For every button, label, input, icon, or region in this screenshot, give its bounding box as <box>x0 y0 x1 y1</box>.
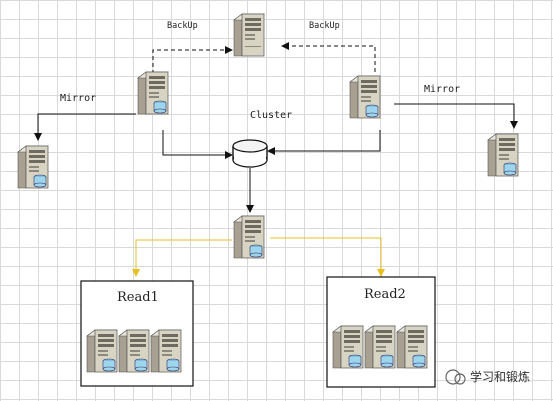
cluster-label: Cluster <box>250 110 292 121</box>
read1-link <box>132 239 232 277</box>
read1-server-3-icon <box>150 329 182 373</box>
read2-group <box>326 276 436 388</box>
mirror-link-right <box>394 103 518 129</box>
mirror-link-left <box>34 113 136 141</box>
read1-server-1-icon <box>86 329 118 373</box>
backup-label-left: BackUp <box>167 21 198 31</box>
read2-label: Read2 <box>364 287 406 302</box>
router-server-icon <box>233 215 265 259</box>
read2-server-3-icon <box>396 325 428 369</box>
mirror-label-left: Mirror <box>60 93 96 104</box>
mirror-label-right: Mirror <box>424 84 460 95</box>
backup-server-icon <box>233 13 265 57</box>
cluster-database-icon <box>232 139 268 168</box>
primary-server-left-icon <box>137 71 169 115</box>
read2-link <box>270 237 385 277</box>
cluster-link-right <box>267 130 381 155</box>
watermark: 学习和锻炼 <box>445 369 530 385</box>
wechat-icon <box>445 369 461 385</box>
cluster-link-left <box>162 130 233 159</box>
mirror-server-left-icon <box>17 145 49 189</box>
backup-link-left <box>152 46 233 74</box>
mirror-server-right-icon <box>487 133 519 177</box>
backup-link-right <box>281 42 376 72</box>
read2-server-1-icon <box>332 325 364 369</box>
backup-label-right: BackUp <box>309 21 340 31</box>
read1-label: Read1 <box>117 290 159 305</box>
primary-server-right-icon <box>349 75 381 119</box>
read2-server-2-icon <box>364 325 396 369</box>
read1-server-2-icon <box>118 329 150 373</box>
watermark-text: 学习和锻炼 <box>470 369 530 384</box>
read1-group <box>80 280 194 387</box>
